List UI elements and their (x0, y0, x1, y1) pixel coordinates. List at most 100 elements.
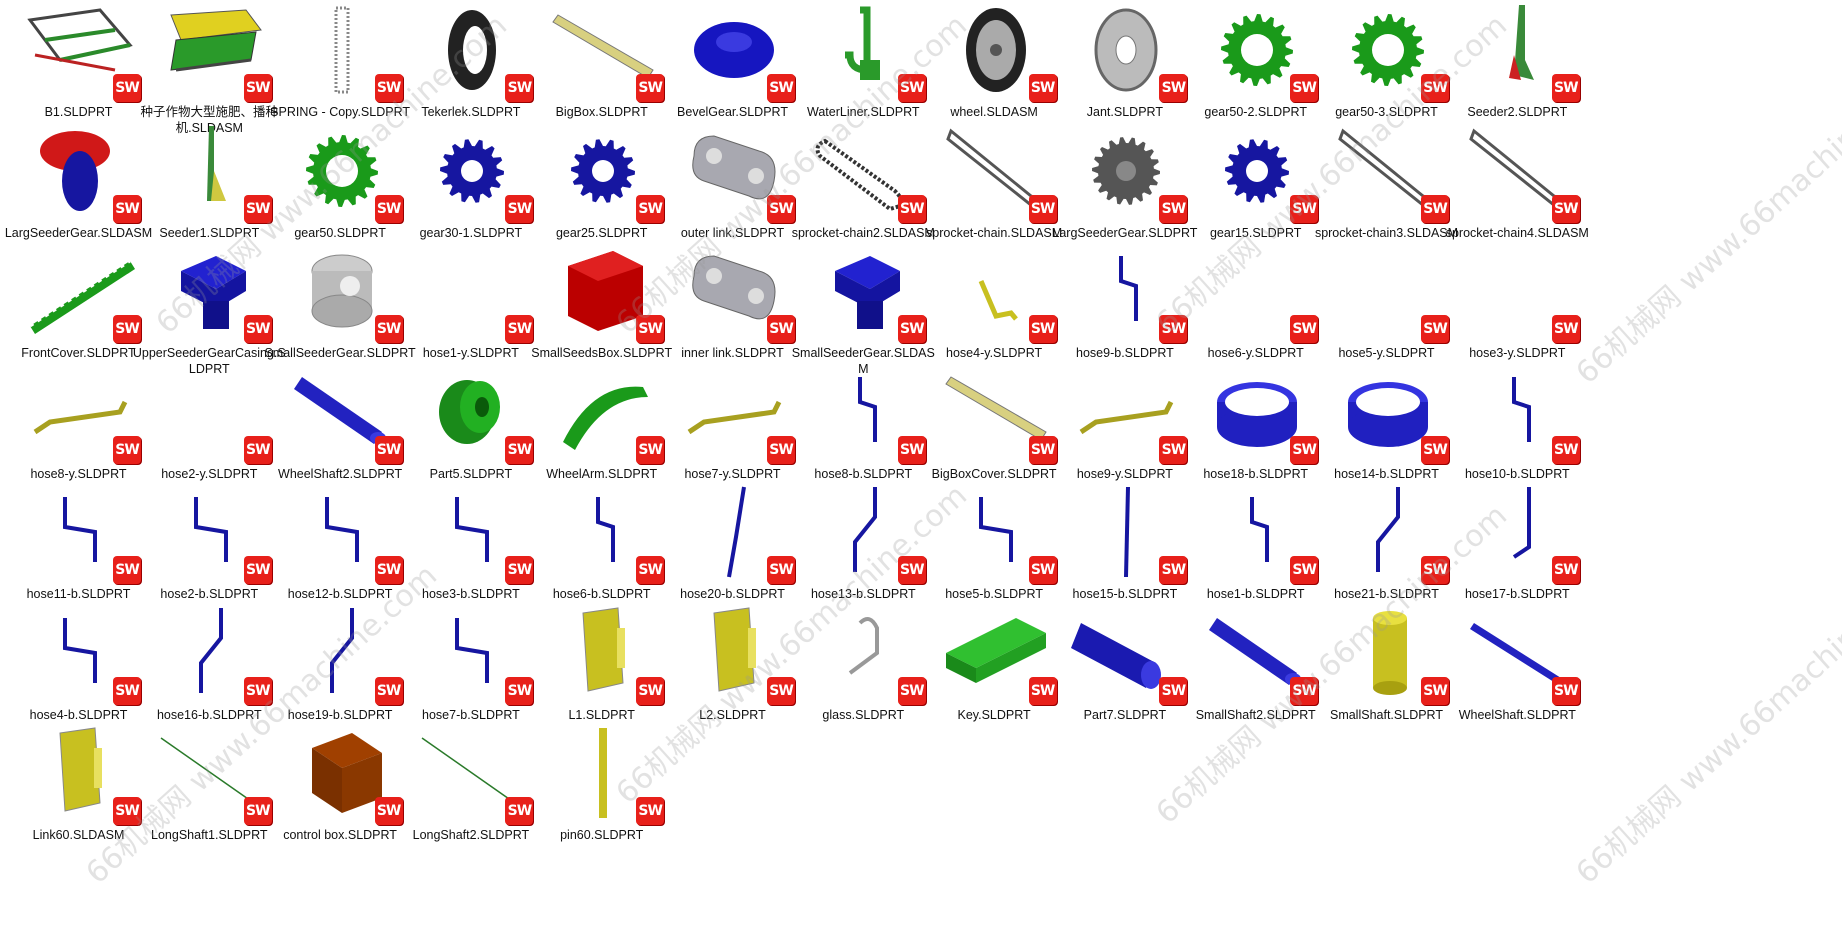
file-name: sprocket-chain.SLDASM (926, 225, 1063, 240)
badge-label: SW (769, 441, 794, 458)
solidworks-badge-icon: SW (1551, 556, 1580, 584)
yellow-cylinder-icon (1373, 610, 1407, 695)
badge-label: SW (376, 682, 402, 699)
front-cover-icon (20, 241, 140, 341)
seeds-box-icon (543, 241, 663, 341)
blue-hose-icon (978, 497, 1013, 562)
tire-icon (412, 0, 532, 100)
solidworks-badge-icon: SW (243, 676, 272, 705)
seeder-blade-icon (1459, 0, 1579, 100)
file-name: Part5.SLDPRT (429, 466, 513, 481)
solidworks-badge-icon: SW (113, 676, 141, 705)
blue-hose-icon (63, 497, 97, 562)
file-name: BevelGear.SLDPRT (677, 105, 788, 119)
badge-label: SW (376, 200, 402, 217)
badge-label: SW (507, 562, 533, 578)
green-gear-icon (1328, 0, 1448, 100)
badge-label: SW (900, 562, 925, 578)
badge-label: SW (1554, 562, 1579, 578)
thin-rod-icon (421, 737, 523, 809)
chain-loop-icon (805, 121, 925, 221)
water-liner-icon (844, 6, 880, 80)
